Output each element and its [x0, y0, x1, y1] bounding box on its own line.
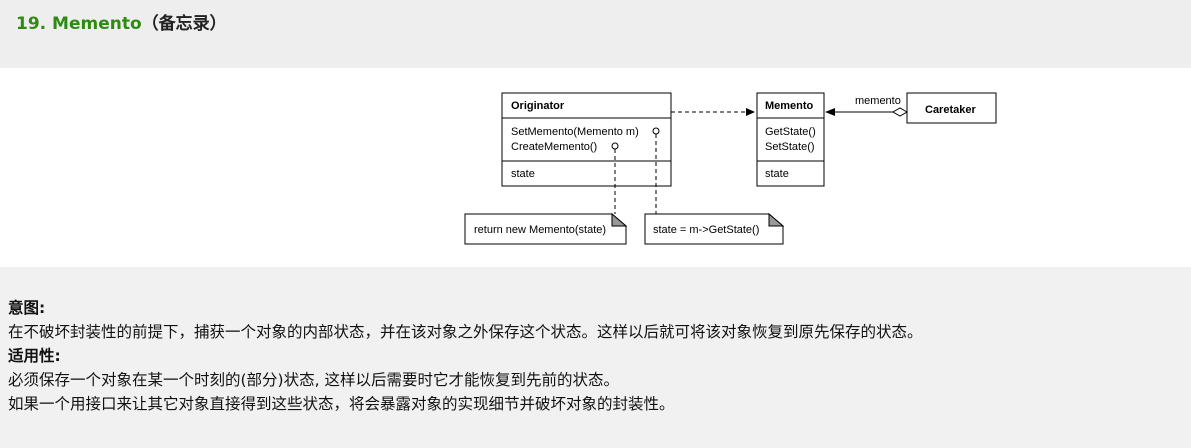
- applicability-heading: 适用性:: [8, 347, 61, 365]
- originator-attribute-state: state: [511, 168, 535, 180]
- diagram-area: Originator SetMemento(Memento m) CreateM…: [0, 68, 1191, 267]
- header-bar: 19. Memento（备忘录）: [0, 0, 1191, 68]
- memento-operation-setstate: SetState(): [765, 141, 815, 153]
- page-title-en: 19. Memento: [16, 14, 142, 34]
- memento-class: Memento GetState() SetState() state: [756, 92, 825, 187]
- note-setmemento-text: state = m->GetState(): [653, 224, 759, 236]
- originator-class: Originator SetMemento(Memento m) CreateM…: [501, 92, 672, 187]
- note-creatememento: return new Memento(state): [464, 212, 628, 245]
- intent-text: 在不破坏封装性的前提下，捕获一个对象的内部状态，并在该对象之外保存这个状态。这样…: [8, 323, 923, 341]
- originator-operation-creatememento: CreateMemento(): [511, 141, 597, 153]
- creatememento-note-anchor: [611, 142, 619, 150]
- memento-operation-getstate: GetState(): [765, 126, 816, 138]
- association-label-memento: memento: [855, 95, 901, 107]
- description-section: 意图: 在不破坏封装性的前提下，捕获一个对象的内部状态，并在该对象之外保存这个状…: [8, 296, 1183, 416]
- applicability-item: 如果一个用接口来让其它对象直接得到这些状态，将会暴露对象的实现细节并破坏对象的封…: [8, 395, 675, 413]
- note-creatememento-text: return new Memento(state): [474, 224, 606, 236]
- aggregation-arrowhead: [825, 108, 835, 116]
- memento-name: Memento: [765, 100, 814, 112]
- applicability-item: 必须保存一个对象在某一个时刻的(部分)状态, 这样以后需要时它才能恢复到先前的状…: [8, 371, 619, 389]
- setmemento-note-anchor: [652, 127, 660, 135]
- aggregation-caretaker-memento: memento: [825, 95, 909, 117]
- originator-operation-setmemento: SetMemento(Memento m): [511, 126, 639, 138]
- page-title: 19. Memento（备忘录）: [16, 9, 227, 34]
- caretaker-class: Caretaker: [906, 92, 997, 124]
- aggregation-diamond: [891, 107, 909, 117]
- memento-uml-diagram: Originator SetMemento(Memento m) CreateM…: [464, 92, 997, 245]
- page-title-zh: （备忘录）: [141, 14, 227, 34]
- caretaker-name: Caretaker: [925, 104, 976, 116]
- note-setmemento: state = m->GetState(): [644, 212, 785, 245]
- originator-name: Originator: [511, 100, 565, 112]
- memento-attribute-state: state: [765, 168, 789, 180]
- intent-heading: 意图:: [8, 299, 46, 317]
